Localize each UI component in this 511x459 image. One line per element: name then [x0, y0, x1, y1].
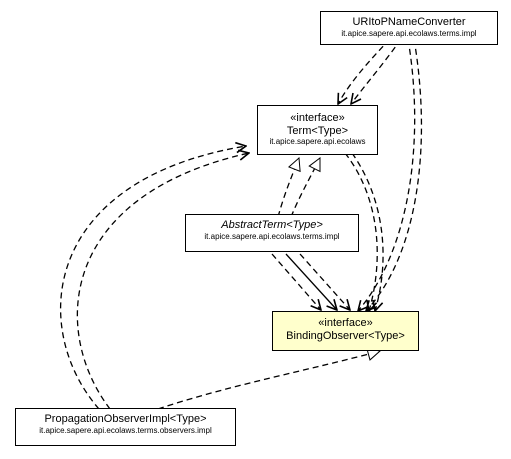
- package-name: it.apice.sapere.api.ecolaws.terms.impl: [341, 28, 477, 38]
- edge-abstractterm-to-binding-2: [299, 253, 350, 310]
- edge-term-to-binding-2: [351, 152, 384, 311]
- edge-abstractterm-realizes-term-2: [290, 158, 321, 218]
- package-name: it.apice.sapere.api.ecolaws.terms.observ…: [39, 425, 212, 435]
- edge-uri-to-binding-1: [358, 38, 416, 311]
- stereotype-label: «interface»: [290, 112, 345, 124]
- edge-uri-to-term-2: [351, 38, 402, 104]
- edge-propagation-realizes-binding: [157, 351, 380, 410]
- edge-abstractterm-to-binding-1: [271, 253, 321, 310]
- edge-uri-to-binding-2: [366, 38, 423, 311]
- interface-binding-observer[interactable]: «interface» BindingObserver<Type>: [272, 311, 419, 351]
- class-name: PropagationObserverImpl<Type>: [44, 413, 207, 425]
- package-name: it.apice.sapere.api.ecolaws: [269, 137, 366, 147]
- class-name: AbstractTerm<Type>: [221, 219, 323, 231]
- edge-term-to-binding-1: [344, 152, 378, 311]
- interface-term[interactable]: «interface» Term<Type> it.apice.sapere.a…: [257, 105, 378, 155]
- edge-abstractterm-to-binding-solid: [285, 253, 337, 310]
- class-abstract-term[interactable]: AbstractTerm<Type> it.apice.sapere.api.e…: [185, 214, 359, 252]
- class-name: URItoPNameConverter: [352, 16, 466, 28]
- interface-name: Term<Type>: [286, 124, 349, 137]
- edge-propagation-to-term-1: [60, 146, 246, 410]
- edge-propagation-to-term-2: [76, 153, 249, 410]
- interface-name: BindingObserver<Type>: [286, 329, 405, 342]
- package-name: it.apice.sapere.api.ecolaws.terms.impl: [204, 231, 340, 241]
- edge-uri-to-term-1: [338, 38, 391, 104]
- class-urito-pname-converter[interactable]: URItoPNameConverter it.apice.sapere.api.…: [320, 11, 498, 45]
- stereotype-label: «interface»: [318, 317, 373, 329]
- edge-abstractterm-realizes-term-1: [277, 158, 299, 218]
- class-propagation-observer-impl[interactable]: PropagationObserverImpl<Type> it.apice.s…: [15, 408, 236, 446]
